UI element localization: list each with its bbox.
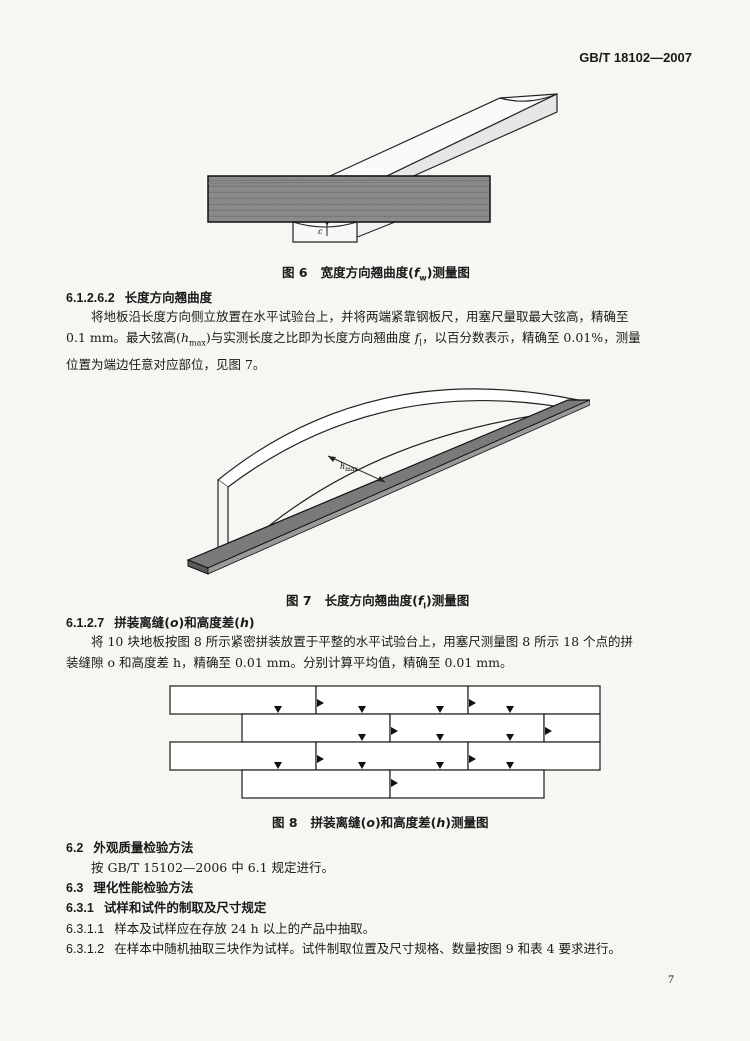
standard-number: GB/T 18102—2007 [579, 50, 692, 65]
fig8-board [169, 741, 317, 771]
fig8-point-marker [545, 727, 552, 735]
fig8-board [315, 685, 469, 715]
fig8-board [169, 685, 317, 715]
paragraph-6-1-2-7: 将 10 块地板按图 8 所示紧密拼装放置于平整的水平试验台上，用塞尺测量图 8… [66, 634, 634, 670]
figure-7-drawing: hmax [186, 388, 590, 575]
fig8-point-marker [469, 755, 476, 763]
page-number: 7 [668, 972, 674, 986]
fig8-board [467, 741, 601, 771]
fig8-board [543, 713, 601, 743]
figure-7-caption: 图 7 长度方向翘曲度(fl)测量图 [286, 593, 470, 611]
figure-8-drawing [169, 685, 601, 799]
fig6-diagonal-board-top [329, 93, 558, 177]
fig8-board [389, 769, 545, 799]
fig8-point-marker [436, 762, 444, 769]
fig8-point-marker [506, 762, 514, 769]
fig8-board [241, 769, 391, 799]
fig8-point-marker [358, 706, 366, 713]
fig8-board [241, 713, 391, 743]
fig8-point-marker [358, 762, 366, 769]
fig8-point-marker [506, 706, 514, 713]
paragraph-6-2: 按 GB/T 15102—2006 中 6.1 规定进行。 [91, 860, 335, 875]
fig8-point-marker [436, 706, 444, 713]
figure-8-caption: 图 8 拼装离缝(o)和高度差(h)测量图 [272, 815, 489, 830]
fig8-point-marker [358, 734, 366, 741]
paragraph-6-1-2-6-2: 将地板沿长度方向侧立放置在水平试验台上，并将两端紧靠钢板尺，用塞尺量取最大弦高，… [66, 309, 641, 372]
fig8-board [389, 713, 545, 743]
fig7-steel-ruler [186, 399, 590, 569]
fig8-point-marker [274, 762, 282, 769]
fig8-point-marker [274, 706, 282, 713]
fig8-board [315, 741, 469, 771]
figure-6-caption: 图 6 宽度方向翘曲度(fw)测量图 [282, 265, 470, 283]
fig6-front-board [207, 175, 491, 223]
fig8-point-marker [391, 727, 398, 735]
fig8-point-marker [506, 734, 514, 741]
fig7-hmax-label: hmax [340, 462, 358, 473]
fig8-point-marker [391, 779, 398, 787]
fig6-gap-label: c [318, 227, 323, 236]
fig8-point-marker [469, 699, 476, 707]
fig8-point-marker [317, 699, 324, 707]
fig8-board [467, 685, 601, 715]
fig8-point-marker [436, 734, 444, 741]
fig8-point-marker [317, 755, 324, 763]
figure-6-drawing: c [207, 93, 558, 243]
